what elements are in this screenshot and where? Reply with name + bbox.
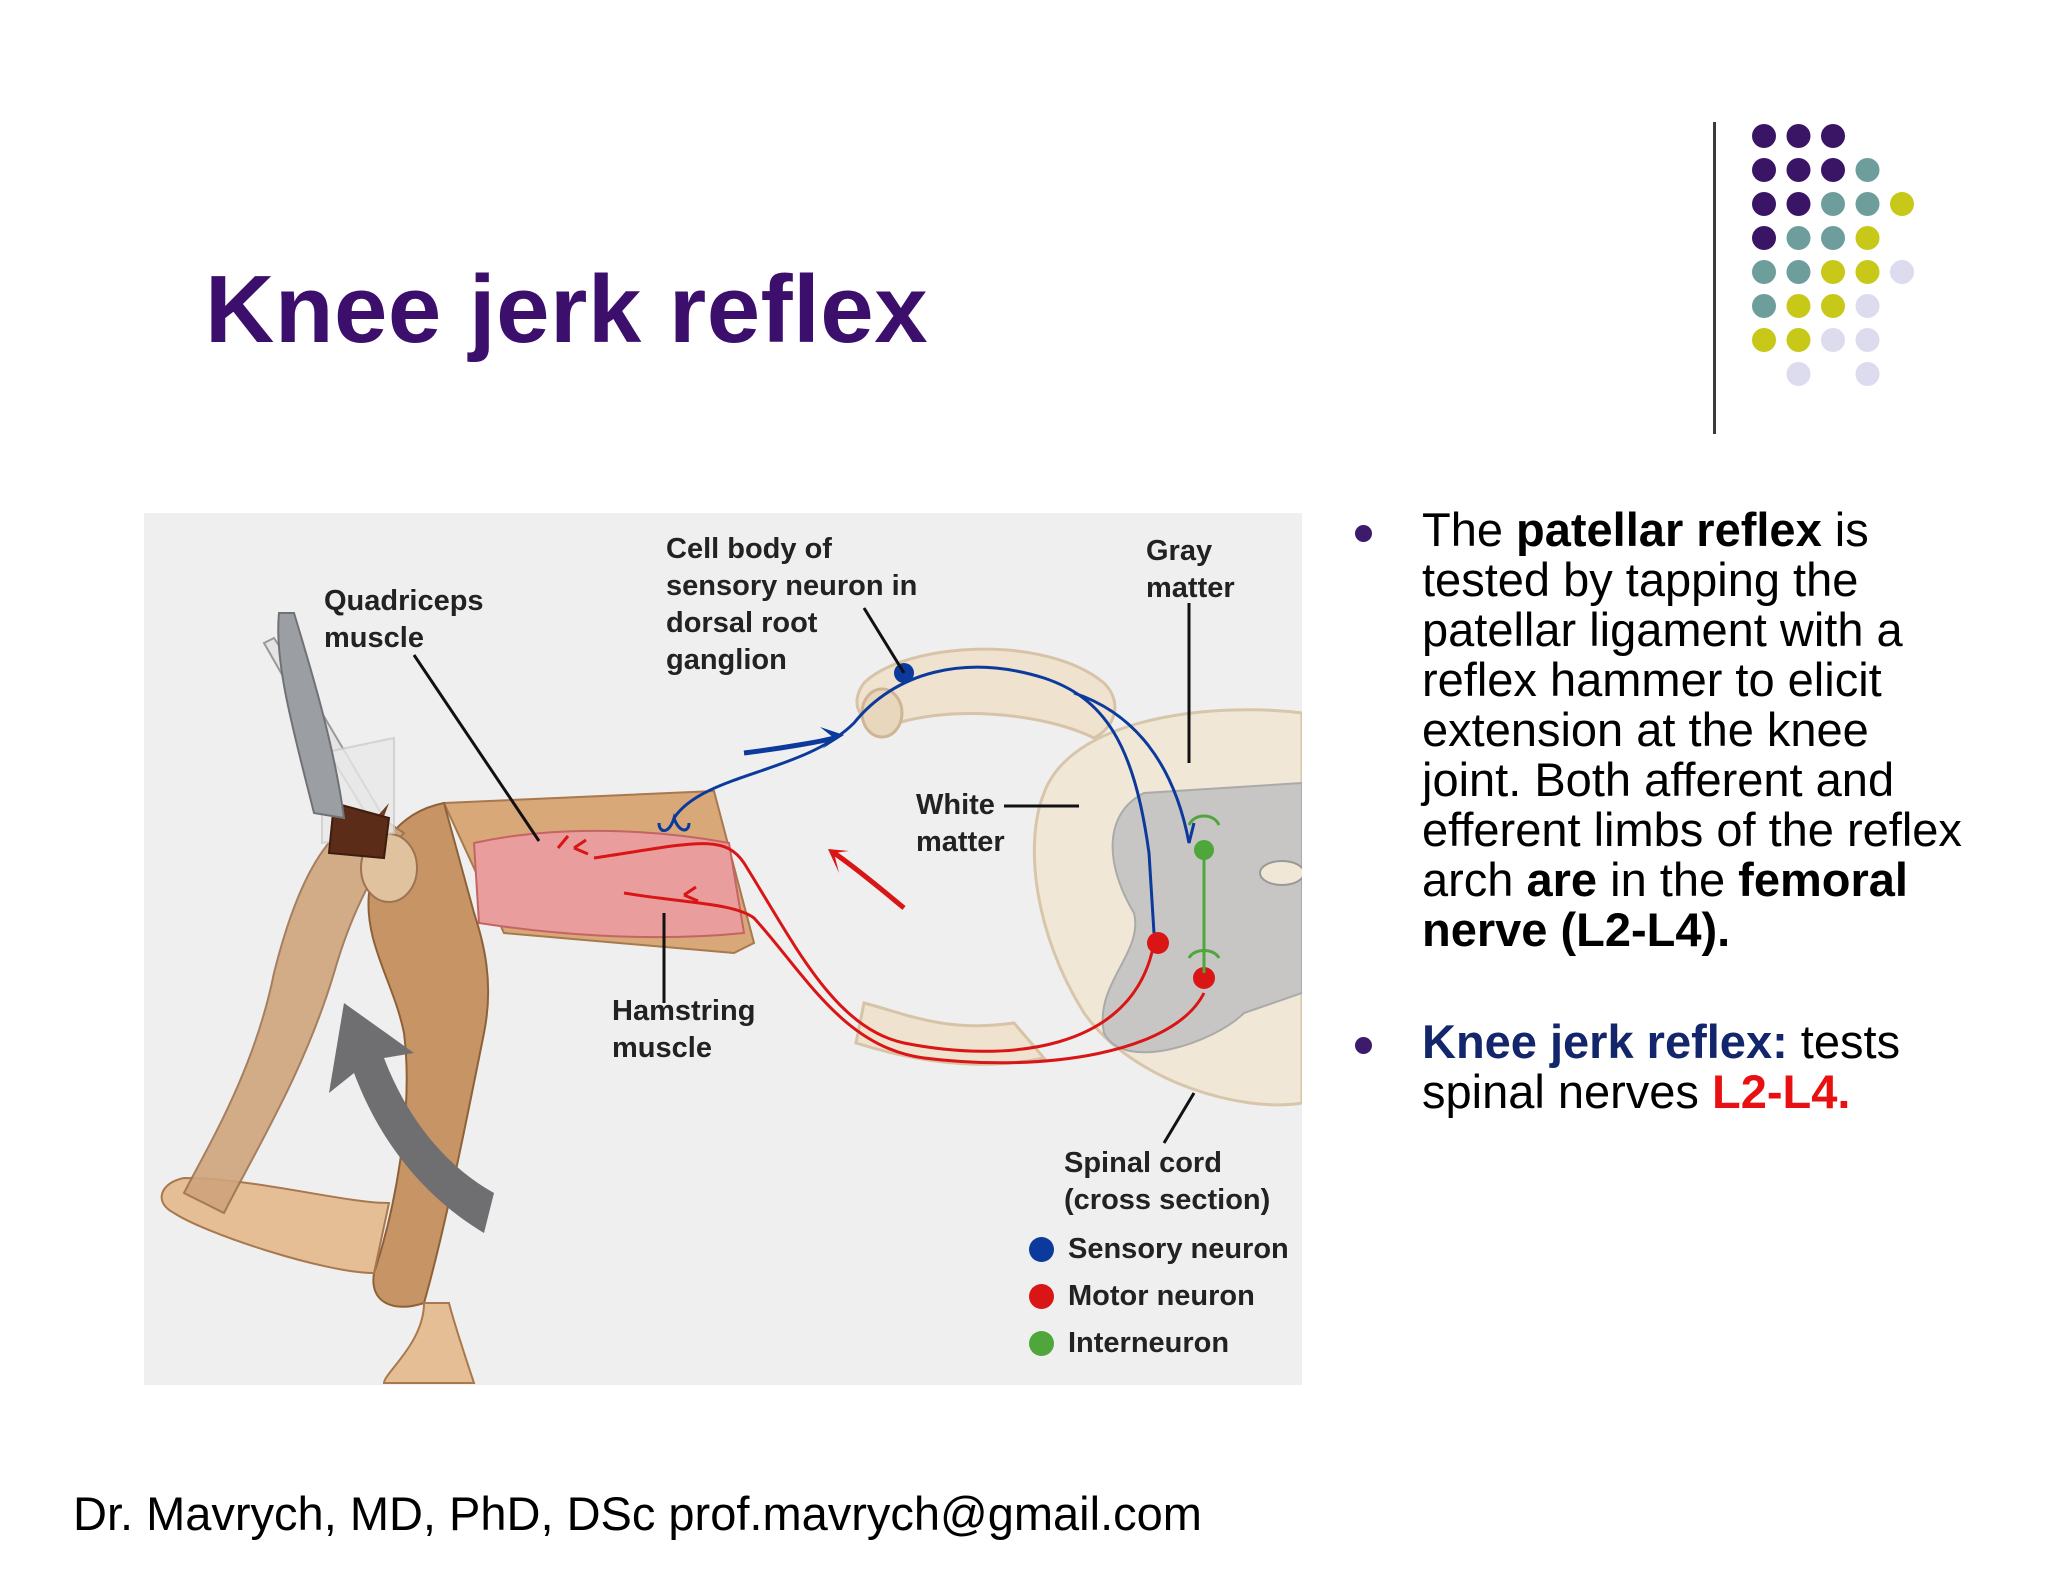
legend-item-sensory: Sensory neuron: [1029, 1233, 1289, 1266]
legend-item-interneuron: Interneuron: [1029, 1327, 1229, 1360]
footer-credit: Dr. Mavrych, MD, PhD, DSc prof.mavrych@g…: [73, 1487, 1202, 1540]
decor-dot: [1786, 192, 1811, 216]
decor-dot: [1821, 226, 1845, 250]
decor-dot: [1752, 328, 1776, 352]
decor-dot: [1786, 158, 1811, 182]
decor-dot: [1821, 192, 1845, 216]
bullet-marker: [1355, 525, 1372, 542]
slide-title: Knee jerk reflex: [205, 256, 929, 363]
label-cell-body: Cell body of sensory neuron in dorsal ro…: [666, 533, 918, 676]
term-knee-jerk: Knee jerk reflex:: [1422, 1015, 1788, 1068]
leader-lines: [412, 603, 1196, 1144]
decor-dot: [1752, 124, 1776, 148]
signal-arrows: [743, 727, 906, 910]
decor-dot: [1752, 294, 1776, 318]
label-gray-matter: Gray matter: [1146, 535, 1235, 604]
bullet-patellar: The patellar reflex is tested by tapping…: [1350, 505, 1970, 955]
label-white-matter: White matter: [916, 789, 1005, 858]
decor-dot: [1786, 294, 1811, 318]
bullet-marker: [1355, 1037, 1372, 1054]
reflex-diagram: Quadriceps muscle Cell body of sensory n…: [144, 513, 1302, 1385]
decor-dot: [1821, 158, 1845, 182]
legend-dot-motor: [1029, 1284, 1054, 1309]
decor-dot: [1786, 362, 1811, 386]
legend-dot-interneuron: [1029, 1331, 1054, 1356]
term-patellar-reflex: patellar reflex: [1516, 503, 1822, 556]
leg-illustration: [160, 789, 756, 1384]
decor-dot: [1786, 328, 1811, 352]
decor-dot: [1786, 260, 1811, 284]
diagram-illustration: [144, 513, 1302, 1384]
sensory-neuron-path: [657, 663, 1196, 934]
decor-dot: [1821, 260, 1845, 284]
decor-dot: [1821, 124, 1845, 148]
bullet-knee-jerk: Knee jerk reflex: tests spinal nerves L2…: [1350, 1017, 1970, 1117]
decor-dot: [1855, 226, 1880, 250]
decor-dot: [1752, 226, 1776, 250]
term-femoral-nerve: femoral nerve (L2-L4).: [1422, 853, 1908, 956]
reflex-hammer: [264, 613, 395, 860]
decor-dot: [1821, 294, 1845, 318]
decor-dot: [1786, 226, 1811, 250]
legend-label-motor: Motor neuron: [1068, 1280, 1255, 1312]
decor-dot: [1855, 294, 1880, 318]
decor-dot: [1890, 260, 1914, 284]
label-spinal-cord: Spinal cord (cross section): [1064, 1147, 1271, 1216]
legend-dot-sensory: [1029, 1237, 1054, 1262]
label-quadriceps: Quadriceps muscle: [324, 585, 484, 654]
spinal-cord-section: [854, 647, 1302, 1107]
decor-dot: [1890, 192, 1914, 216]
decor-dot: [1752, 192, 1776, 216]
legend-item-motor: Motor neuron: [1029, 1280, 1255, 1313]
motor-neuron-path: [556, 835, 1215, 1065]
label-hamstring: Hamstring muscle: [612, 995, 756, 1064]
decor-dot: [1752, 260, 1776, 284]
decor-dot: [1855, 260, 1880, 284]
decorative-dot-grid: [1752, 124, 1914, 386]
interneuron-path: [1187, 814, 1221, 973]
decor-dot: [1855, 158, 1880, 182]
decor-dot: [1786, 124, 1811, 148]
decor-dot: [1855, 192, 1880, 216]
bullet-list: The patellar reflex is tested by tapping…: [1350, 505, 1970, 1117]
decor-dot: [1821, 328, 1845, 352]
term-l2-l4: L2-L4.: [1712, 1065, 1851, 1118]
decor-dot: [1752, 158, 1776, 182]
decor-dot: [1855, 362, 1880, 386]
movement-arrow: [329, 1003, 494, 1233]
divider-line: [1713, 122, 1716, 434]
legend-label-interneuron: Interneuron: [1068, 1327, 1230, 1359]
legend-label-sensory: Sensory neuron: [1068, 1233, 1289, 1265]
decor-dot: [1855, 328, 1880, 352]
